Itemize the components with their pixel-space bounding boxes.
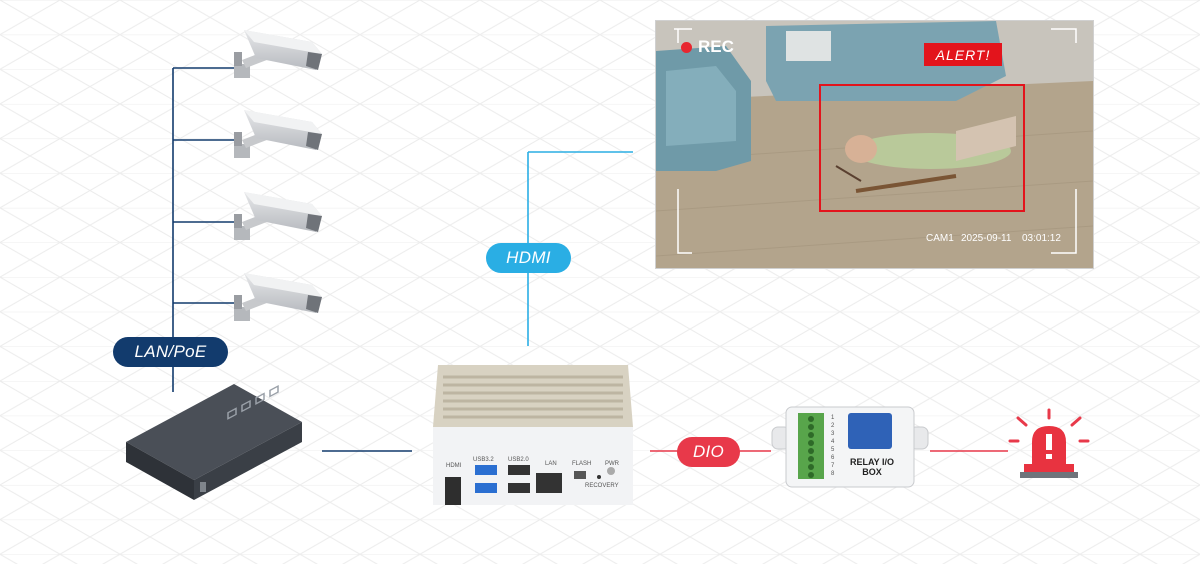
rec-text: REC (698, 37, 734, 56)
ip-camera-icon (234, 273, 322, 321)
ip-camera-icon (234, 110, 322, 158)
terminal-label: 4 (831, 439, 835, 445)
osd-time: 03:01:12 (1022, 233, 1061, 244)
poe-switch-icon (126, 384, 302, 500)
relay-io-box: RELAY I/O BOX 1 2 3 4 5 6 7 8 (770, 405, 930, 495)
port-label-flash: FLASH (572, 461, 592, 467)
terminal-label: 1 (831, 415, 835, 421)
hdmi-label: HDMI (486, 243, 571, 273)
terminal-label: 7 (831, 463, 835, 469)
terminal-label: 5 (831, 447, 835, 453)
dio-label: DIO (677, 437, 740, 467)
rec-indicator: REC (681, 37, 734, 57)
osd-date: 2025-09-11 (961, 233, 1012, 244)
port-label-recovery: RECOVERY (585, 483, 619, 489)
relay-box-body (771, 406, 929, 488)
port-label-usb20: USB2.0 (508, 457, 529, 463)
port-label-pwr: PWR (605, 461, 619, 467)
lan-poe-label: LAN/PoE (113, 337, 228, 367)
edge-ai-computer: HDMI USB3.2 USB2.0 LAN FLASH PWR RECOVER… (428, 355, 638, 515)
relay-box-label-line1: RELAY I/O (849, 457, 894, 467)
surveillance-monitor: REC ALERT! CAM1 2025-09-11 03:01:12 (655, 20, 1094, 269)
rec-dot-icon (681, 41, 692, 53)
terminal-label: 6 (831, 455, 835, 461)
detection-box (819, 84, 1025, 212)
port-label-hdmi: HDMI (446, 463, 462, 469)
port-label-lan: LAN (545, 461, 557, 467)
alert-tag: ALERT! (924, 43, 1002, 66)
ip-camera-icon (234, 30, 322, 78)
terminal-label: 2 (831, 423, 835, 429)
alarm-beacon-icon (1008, 408, 1090, 478)
osd-camera: CAM1 (926, 233, 954, 244)
ip-camera-icon (234, 192, 322, 240)
camera-group (234, 30, 322, 321)
relay-box-label-line2: BOX (862, 467, 882, 477)
viewfinder-brackets (674, 28, 1077, 254)
port-label-usb32: USB3.2 (473, 457, 494, 463)
room-scene (656, 21, 1093, 268)
terminal-label: 3 (831, 431, 835, 437)
terminal-label: 8 (831, 471, 835, 477)
computer-chassis (433, 365, 633, 505)
